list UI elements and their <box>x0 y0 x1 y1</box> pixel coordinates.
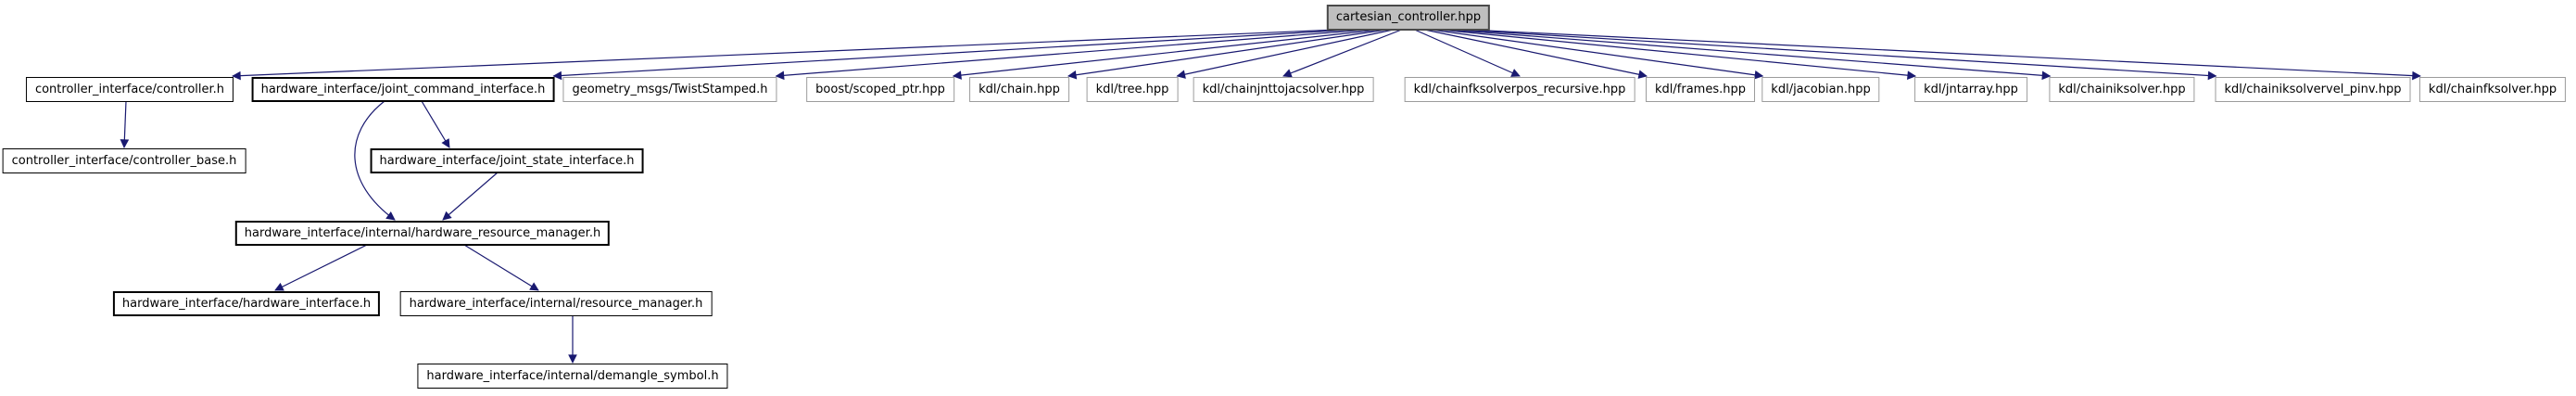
node-kdl-chainjnttojacsolver: kdl/chainjnttojacsolver.hpp <box>1193 77 1374 102</box>
node-boost-scoped-ptr: boost/scoped_ptr.hpp <box>806 77 954 102</box>
node-kdl-chain: kdl/chain.hpp <box>969 77 1069 102</box>
node-geometry-msgs-twiststamped: geometry_msgs/TwistStamped.h <box>562 77 777 102</box>
node-kdl-jntarray: kdl/jntarray.hpp <box>1914 77 2027 102</box>
node-resource-manager[interactable]: hardware_interface/internal/resource_man… <box>399 291 713 316</box>
node-kdl-frames: kdl/frames.hpp <box>1646 77 1755 102</box>
node-hardware-resource-manager[interactable]: hardware_interface/internal/hardware_res… <box>234 221 611 246</box>
node-kdl-chainfksolver: kdl/chainfksolver.hpp <box>2418 77 2567 102</box>
node-controller-base[interactable]: controller_interface/controller_base.h <box>2 148 246 173</box>
node-kdl-tree: kdl/tree.hpp <box>1086 77 1179 102</box>
node-hardware-interface[interactable]: hardware_interface/hardware_interface.h <box>112 291 381 316</box>
node-kdl-chainiksolvervel-pinv: kdl/chainiksolvervel_pinv.hpp <box>2215 77 2411 102</box>
node-cartesian-controller: cartesian_controller.hpp <box>1326 5 1491 31</box>
node-kdl-jacobian: kdl/jacobian.hpp <box>1762 77 1880 102</box>
node-demangle-symbol[interactable]: hardware_interface/internal/demangle_sym… <box>417 364 728 389</box>
node-kdl-chainfksolverpos-recursive: kdl/chainfksolverpos_recursive.hpp <box>1404 77 1635 102</box>
node-kdl-chainiksolver: kdl/chainiksolver.hpp <box>2049 77 2195 102</box>
node-joint-command-interface[interactable]: hardware_interface/joint_command_interfa… <box>251 77 555 102</box>
node-controller-interface-controller[interactable]: controller_interface/controller.h <box>25 77 234 102</box>
node-joint-state-interface[interactable]: hardware_interface/joint_state_interface… <box>370 148 644 173</box>
